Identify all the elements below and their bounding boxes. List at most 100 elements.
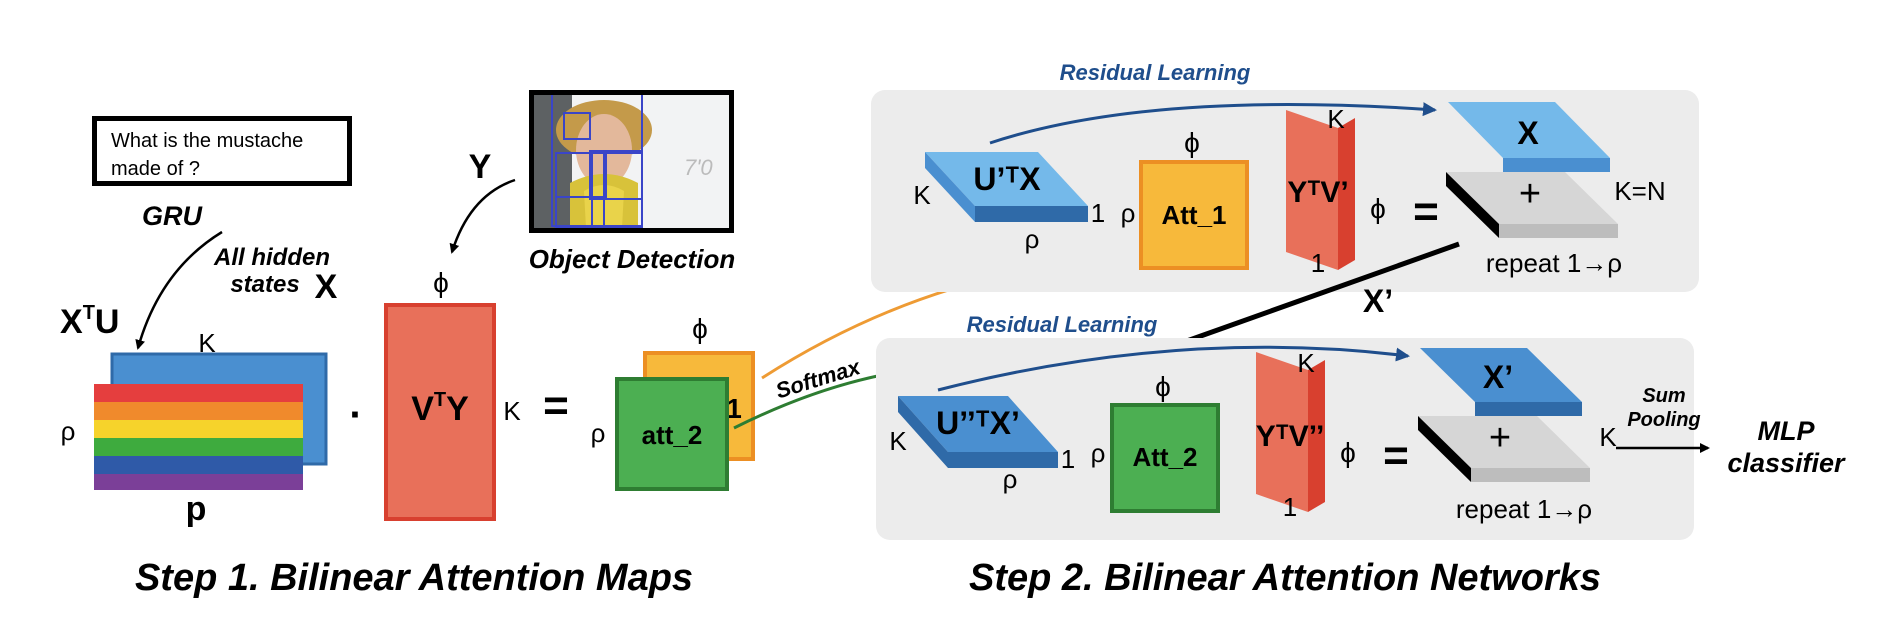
k-label-4: K: [1327, 104, 1345, 134]
att2-small-matrix: [615, 377, 729, 491]
y-label: Y: [469, 148, 492, 186]
x-output-slab: [1448, 102, 1610, 172]
uttx-side: [898, 396, 948, 468]
ytv2-side: [1308, 360, 1325, 512]
x-label: X: [315, 268, 338, 306]
classifier-label: classifier: [1727, 448, 1846, 478]
one-label-3: 1: [1061, 444, 1075, 474]
phi-label-5: ϕ: [1155, 371, 1171, 402]
rho-label-6: ρ: [1091, 438, 1106, 468]
ytv2-label: YᵀV’’: [1256, 420, 1325, 453]
uttx-top: [898, 396, 1058, 452]
att2-label: Att_2: [1132, 442, 1197, 472]
plus-2: +: [1489, 417, 1511, 459]
x-output-front: [1503, 158, 1610, 172]
repeat-2-top: [1418, 416, 1590, 468]
one-label-4: 1: [1283, 492, 1297, 522]
rainbow-sheet: [94, 384, 303, 490]
equals-1: =: [543, 381, 569, 430]
att2-matrix: [1110, 403, 1220, 513]
vty-label: VTY: [411, 389, 469, 428]
repeat-1-top: [1446, 172, 1618, 224]
att1-matrix: [1139, 160, 1249, 270]
xtu-label: XTU: [60, 302, 119, 341]
residual-arrow-2: [937, 345, 1410, 392]
uttx-slab: [898, 396, 1058, 468]
rho-label-2: ρ: [591, 418, 606, 448]
phi-label-6: ϕ: [1340, 437, 1356, 468]
x-prime-output-label: X’: [1483, 359, 1513, 395]
k-label-1: K: [198, 328, 216, 358]
dot-operator: ·: [349, 393, 362, 437]
ytv1-side: [1338, 118, 1355, 270]
att2-small-label: att_2: [642, 420, 703, 450]
residual-label-1: Residual Learning: [1060, 60, 1251, 85]
k-label-3: K: [913, 180, 931, 210]
rainbow-blue: [94, 456, 303, 474]
x-prime-output-front: [1475, 402, 1582, 416]
phi-label-4: ϕ: [1370, 193, 1386, 224]
repeat-2-edge: [1418, 416, 1471, 482]
step2-title: Step 2. Bilinear Attention Networks: [969, 557, 1601, 599]
residual-arrow-1: [989, 102, 1437, 145]
utx-front: [975, 206, 1088, 222]
object-detection-label: Object Detection: [529, 244, 736, 274]
face-photo: 7'0: [534, 95, 729, 228]
ytv2-front: [1256, 352, 1308, 512]
repeat-1-edge: [1446, 172, 1499, 238]
rainbow-orange: [94, 402, 303, 420]
phi-label-3: ϕ: [1184, 127, 1200, 158]
question-text: What is the mustache made of ?: [111, 130, 304, 180]
k-label-7: K: [1599, 422, 1617, 452]
uttx-front: [948, 452, 1058, 468]
ytv1-label: YᵀV’: [1287, 176, 1348, 209]
att1-label: Att_1: [1161, 200, 1226, 230]
sum-label: Sum: [1642, 385, 1685, 407]
k-eq-n-label: K=N: [1614, 176, 1665, 206]
phi-label-1: ϕ: [433, 267, 449, 298]
repeat-label-1: repeat 1→ρ: [1486, 248, 1622, 278]
plus-1: +: [1519, 173, 1541, 215]
ytv2-slab: [1256, 352, 1325, 512]
x-prime-output-slab: [1420, 348, 1582, 416]
detection-arrow: [449, 178, 516, 254]
utx-side: [925, 152, 975, 222]
equals-2: =: [1413, 187, 1439, 236]
wall-scribble: 7'0: [684, 155, 713, 180]
repeat-1-front: [1499, 224, 1618, 238]
utx-top: [925, 152, 1088, 206]
rho-label-1: ρ: [61, 416, 76, 446]
uttx-label: U’’ᵀX’: [936, 405, 1020, 441]
x-prime-label: X’: [1363, 283, 1393, 319]
rainbow-purple: [94, 474, 303, 490]
repeat-2-front: [1471, 468, 1590, 482]
all-hidden-label: All hidden: [213, 244, 330, 271]
repeat-slab-1: [1446, 172, 1618, 238]
rho-label-5: ρ: [1003, 464, 1018, 494]
step1-title: Step 1. Bilinear Attention Maps: [135, 557, 693, 599]
utx-label: U’ᵀX: [973, 161, 1041, 197]
rainbow-red: [94, 384, 303, 402]
pooling-label: Pooling: [1627, 409, 1700, 431]
gru-label: GRU: [142, 201, 204, 231]
repeat-slab-2: [1418, 416, 1590, 482]
rainbow-yellow: [94, 420, 303, 438]
rainbow-green: [94, 438, 303, 456]
ytv1-front: [1286, 110, 1338, 270]
object-detection-image: 7'0: [529, 90, 734, 233]
equals-3: =: [1383, 431, 1409, 480]
bbox-2: [563, 112, 591, 140]
repeat-label-2: repeat 1→ρ: [1456, 494, 1592, 524]
residual-label-2: Residual Learning: [967, 312, 1158, 337]
one-label-2: 1: [1311, 248, 1325, 278]
bbox-6: [591, 152, 605, 228]
k-label-5: K: [889, 426, 907, 456]
phi-label-2: ϕ: [692, 313, 708, 344]
gru-arrow: [135, 230, 223, 350]
att1-small-label: 1: [726, 393, 742, 424]
x-output-top: [1448, 102, 1610, 158]
states-label: states: [230, 271, 299, 298]
x-output-label: X: [1517, 115, 1539, 151]
question-box: What is the mustache made of ?: [92, 116, 352, 186]
